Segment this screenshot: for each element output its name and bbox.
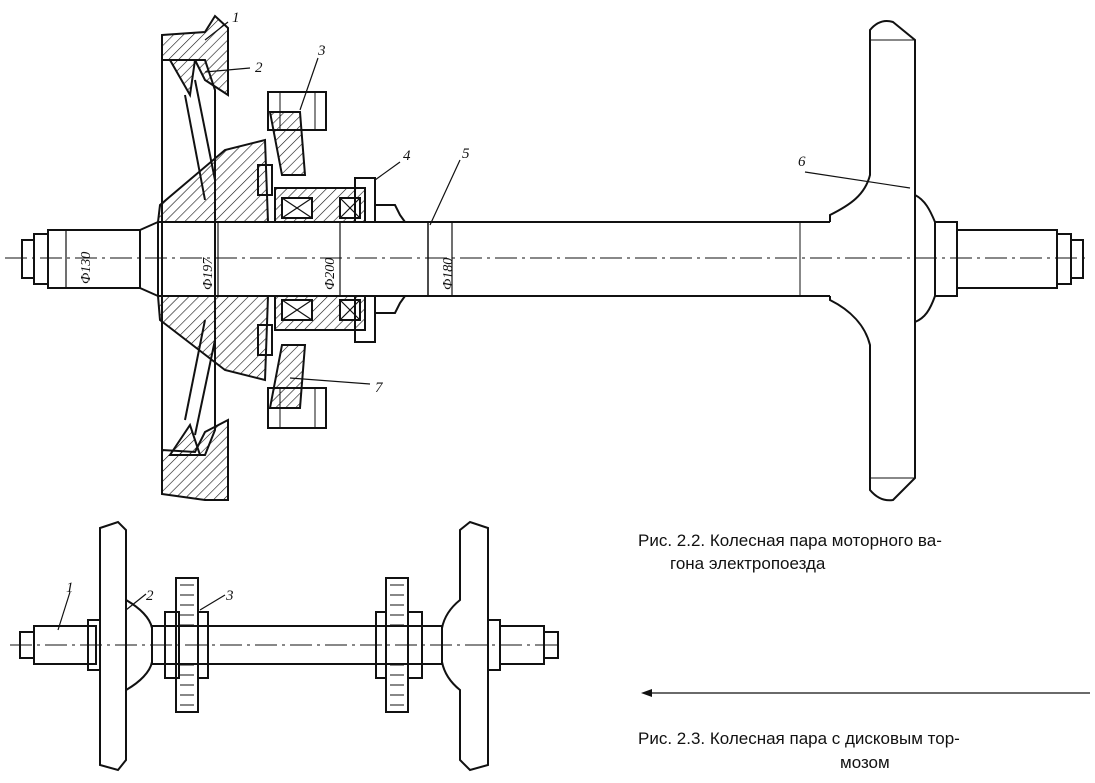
dimension-lines: [65, 222, 453, 296]
callout-5: 5: [462, 146, 470, 162]
dimension-d197: Ф197: [201, 257, 216, 290]
right-wheel: [829, 20, 936, 502]
caption-fig-2-3-line2: мозом: [840, 753, 890, 772]
caption-fig-2-2-line1: Рис. 2.2. Колесная пара моторного ва-: [638, 531, 942, 550]
right-wheel-2: [441, 520, 489, 772]
callout-1: 1: [232, 10, 240, 26]
left-brake-disc: [164, 577, 209, 713]
separator-line: [641, 689, 1090, 697]
callout-7: 7: [375, 380, 384, 396]
leader-lines: [204, 21, 911, 385]
left-journal: [21, 220, 159, 298]
axle-2: [151, 625, 443, 665]
callout-4: 4: [403, 148, 411, 164]
right-brake-disc: [375, 577, 423, 713]
left-wheel-2: [99, 520, 153, 772]
axle-body: [158, 221, 830, 297]
caption-fig-2-3-line1: Рис. 2.3. Колесная пара с дисковым тор-: [638, 729, 960, 748]
left-wheel-section: [156, 14, 270, 501]
fig23-callout-3: 3: [225, 588, 234, 604]
callout-6: 6: [798, 154, 806, 170]
figure-2-3-drawing: [10, 520, 560, 772]
dimension-d200: Ф200: [323, 258, 338, 290]
callout-3: 3: [317, 43, 326, 59]
fig23-callout-1: 1: [66, 580, 74, 596]
gear-assembly: [257, 91, 327, 429]
dimension-d130: Ф130: [79, 252, 94, 284]
callout-2: 2: [255, 60, 263, 76]
fig23-callout-2: 2: [146, 588, 154, 604]
bearing-housing: [274, 177, 406, 343]
leader-lines-2: [57, 591, 226, 631]
right-journal: [934, 221, 1084, 297]
right-journal-2: [487, 619, 559, 671]
figure-2-2-drawing: [5, 14, 1090, 502]
caption-fig-2-2-line2: гона электропоезда: [670, 554, 826, 573]
dimension-d180: Ф180: [441, 258, 456, 290]
